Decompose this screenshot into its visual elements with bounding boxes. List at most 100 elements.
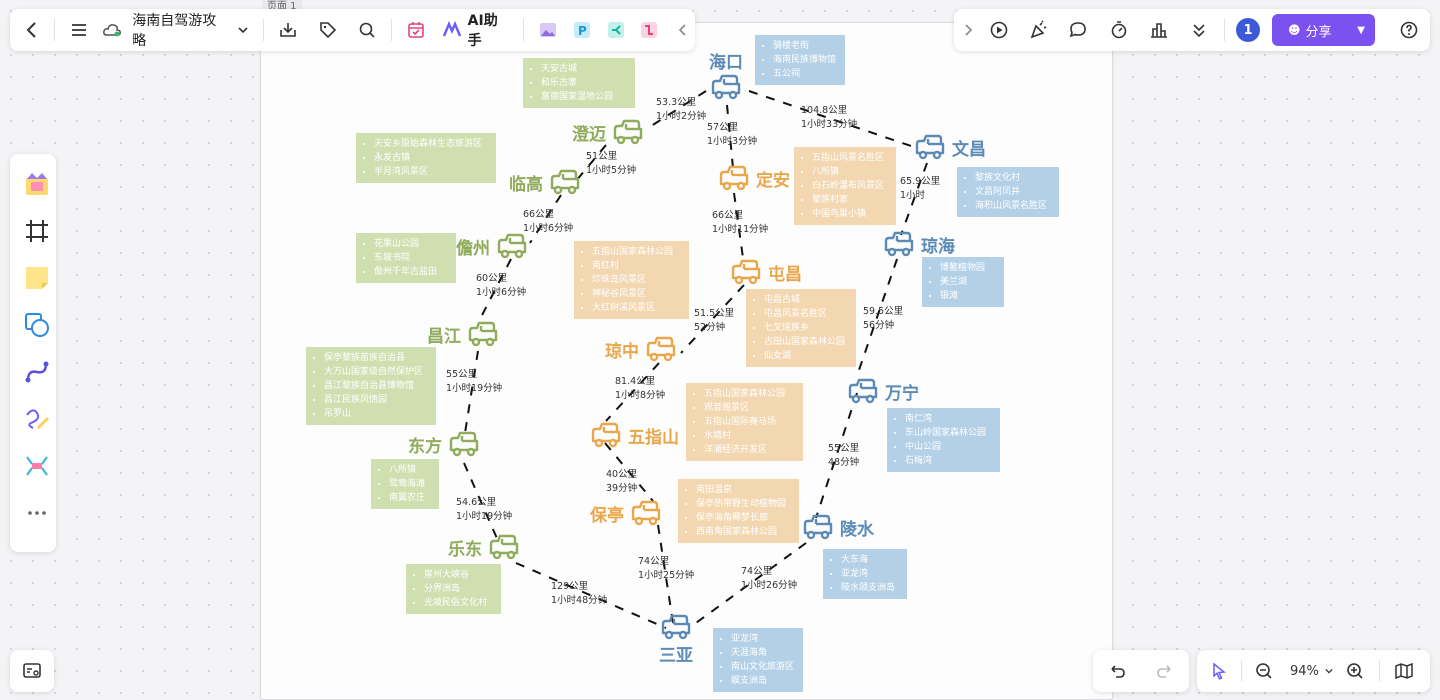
car-icon	[915, 134, 945, 160]
expand-icon[interactable]	[956, 18, 980, 42]
city-danzhou[interactable]: 儋州	[456, 232, 528, 260]
zoom-in-icon[interactable]	[1343, 659, 1367, 683]
flow-icon[interactable]	[637, 18, 661, 42]
select-icon[interactable]	[1207, 659, 1231, 683]
attractions-ledong[interactable]: 崖州大峡谷分界洲岛光坡民俗文化村	[406, 564, 501, 614]
image-icon[interactable]	[536, 18, 560, 42]
attractions-haikou[interactable]: 骑楼老街海南民族博物馆五公祠	[755, 35, 845, 85]
attractions-wuzhishan[interactable]: 五指山国家森林公园观音阁景区五指山国际赛马场水塘村洋浦经济开发区	[686, 383, 803, 461]
attractions-wenchang[interactable]: 黎族文化村文昌阿凤井海积山风景名胜区	[957, 167, 1059, 217]
city-chengmai[interactable]: 澄迈	[572, 118, 644, 146]
attractions-chengmai[interactable]: 天安古城和乐古寨富德国家湿地公园	[523, 58, 635, 108]
map-icon[interactable]	[1392, 659, 1416, 683]
sticky-icon[interactable]	[21, 262, 53, 294]
city-wuzhishan[interactable]: 五指山	[590, 421, 679, 449]
car-icon	[884, 231, 914, 257]
city-ding-an[interactable]: 定安	[718, 164, 790, 192]
collapse-icon[interactable]	[671, 18, 695, 42]
more-icon[interactable]	[21, 497, 53, 529]
city-qionghai[interactable]: 琼海	[883, 230, 955, 258]
avatar[interactable]: 1	[1236, 18, 1260, 42]
attractions-changjiang[interactable]: 保亭黎族苗族自治县大万山国家级自然保护区昌江黎族自治县博物馆昌江民族风情园吊罗山	[306, 347, 436, 425]
city-name: 保亭	[590, 505, 624, 526]
play-icon[interactable]	[987, 18, 1011, 42]
city-qiongzhong[interactable]: 琼中	[605, 335, 677, 363]
city-changjiang[interactable]: 昌江	[427, 320, 499, 348]
city-name: 东方	[408, 436, 442, 457]
calendar-icon[interactable]	[404, 18, 428, 42]
car-icon	[468, 321, 498, 347]
attractions-baoting[interactable]: 南田温泉保亭热带野生动植物园保亭海角椰梦长廊西南角国家森林公园	[678, 479, 799, 543]
redo-icon[interactable]	[1153, 659, 1177, 683]
p-icon[interactable]: P	[570, 18, 594, 42]
menu-icon[interactable]	[67, 18, 91, 42]
zoom-out-icon[interactable]	[1252, 659, 1276, 683]
car-icon	[719, 165, 749, 191]
zoom-level[interactable]: 94%	[1290, 663, 1319, 679]
city-lingshui[interactable]: 陵水	[802, 513, 874, 541]
route-lines	[463, 90, 928, 629]
city-haikou[interactable]: 海口	[709, 48, 743, 101]
city-wenchang[interactable]: 文昌	[914, 133, 986, 161]
ai-icon[interactable]	[440, 18, 464, 42]
history-toolbar	[1093, 650, 1189, 692]
chevron-down-icon[interactable]	[1321, 659, 1337, 683]
connector-icon[interactable]	[21, 356, 53, 388]
timer-icon[interactable]	[1107, 18, 1131, 42]
back-icon[interactable]	[20, 18, 44, 42]
attractions-wanning[interactable]: 南仁湾东山岭国家森林公园中山公园石梅湾	[887, 408, 1000, 472]
car-icon	[497, 233, 527, 259]
car-icon	[711, 74, 741, 100]
city-lingao[interactable]: 临高	[509, 168, 581, 196]
search-icon[interactable]	[355, 18, 379, 42]
attractions-qiongzhong[interactable]: 五指山国家森林公园南红村珍珠岛风景区神秘谷风景区大红树溪风景区	[574, 241, 689, 319]
vote-icon[interactable]	[1147, 18, 1171, 42]
city-wanning[interactable]: 万宁	[847, 377, 919, 405]
ai-assistant-label[interactable]: AI助手	[467, 13, 498, 49]
attractions-tunchang[interactable]: 屯昌古城屯昌风景名胜区七叉瑶族乡古田山国家森林公园仙女湖	[746, 289, 856, 367]
city-ledong[interactable]: 乐东	[448, 533, 520, 561]
mindmap-icon[interactable]	[604, 18, 628, 42]
party-icon[interactable]	[1027, 18, 1051, 42]
template-icon[interactable]	[21, 168, 53, 200]
mindmap-tool-icon[interactable]	[21, 450, 53, 482]
comment-icon[interactable]	[1066, 18, 1090, 42]
share-button[interactable]: ☻ 分享 ▼	[1272, 14, 1375, 46]
city-dongfang[interactable]: 东方	[408, 430, 480, 458]
city-sanya[interactable]: 三亚	[659, 613, 693, 666]
undo-icon[interactable]	[1105, 659, 1129, 683]
attractions-qionghai[interactable]: 博鳌植物园美兰湖银滩	[922, 257, 1004, 307]
pen-icon[interactable]	[21, 403, 53, 435]
car-icon	[803, 514, 833, 540]
help-icon[interactable]	[1397, 18, 1421, 42]
more-down-icon[interactable]	[1187, 18, 1211, 42]
city-baoting[interactable]: 保亭	[590, 499, 662, 527]
frame-icon[interactable]	[21, 215, 53, 247]
document-title[interactable]: 海南自驾游攻略	[132, 13, 217, 49]
attractions-danzhou[interactable]: 花果山公园东坡书院儋州千年古盐田	[356, 233, 456, 283]
attractions-sanya[interactable]: 亚龙湾天涯海角南山文化旅游区蜈支洲岛	[713, 628, 803, 692]
download-icon[interactable]	[276, 18, 300, 42]
city-tunchang[interactable]: 屯昌	[730, 258, 802, 286]
city-name: 澄迈	[572, 124, 606, 145]
minimap-icon[interactable]	[20, 659, 44, 683]
city-name: 昌江	[427, 326, 461, 347]
attractions-ding-an[interactable]: 五指山风景名胜区八所镇白石岭瀑布风景区黎族村寨中国鸟巢小镇	[794, 147, 896, 225]
chevron-down-icon[interactable]	[231, 18, 255, 42]
chevron-down-icon[interactable]: ▼	[1357, 24, 1365, 36]
attractions-lingshui[interactable]: 大东海亚龙湾陵水颌支洲岛	[823, 549, 907, 599]
attractions-lingao[interactable]: 天安乡原始森林生态旅游区永发古镇半月湾风景区	[356, 133, 496, 183]
attractions-dongfang[interactable]: 八所镇鸳鸯海滩南翼农庄	[371, 459, 439, 509]
car-icon	[631, 500, 661, 526]
tag-icon[interactable]	[316, 18, 340, 42]
top-right-toolbar: 1 ☻ 分享 ▼	[954, 9, 1430, 51]
shape-icon[interactable]	[21, 309, 53, 341]
